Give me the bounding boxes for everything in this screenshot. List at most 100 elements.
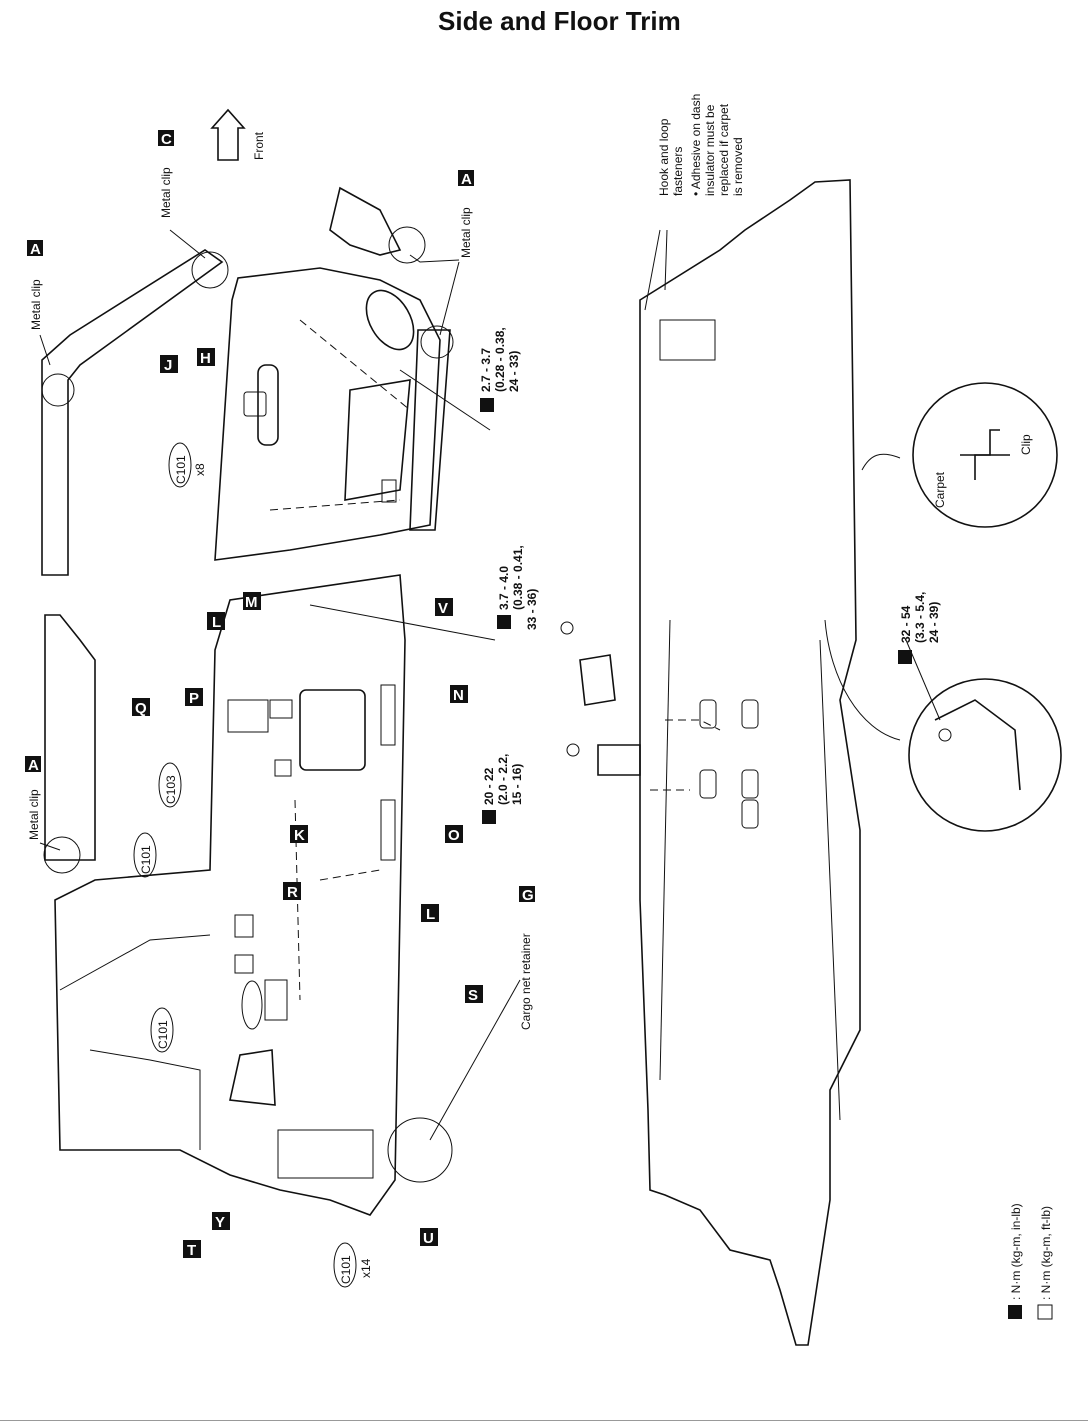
- metal-clip-label-3: Metal clip: [459, 207, 473, 258]
- rear-pillar-trim: [41, 249, 229, 576]
- metal-clip-label-4: Metal clip: [27, 789, 41, 840]
- part-letter-H: H: [197, 348, 215, 367]
- svg-text:Y: Y: [215, 1214, 225, 1231]
- legend-torque-ft-lb: : N·m (kg-m, ft-lb): [1037, 1206, 1053, 1320]
- clip-C101-a: C101: [133, 832, 157, 878]
- svg-text:20 - 22: 20 - 22: [482, 767, 496, 805]
- front-pillar-trim: [329, 186, 454, 531]
- svg-text:32 - 54: 32 - 54: [899, 605, 913, 643]
- part-letter-S: S: [465, 985, 483, 1004]
- svg-text:• Adhesive on dash: • Adhesive on dash: [689, 94, 703, 196]
- metal-clip-label-2: Metal clip: [159, 167, 173, 218]
- metal-clip-letter-3: A: [458, 170, 474, 188]
- rear-quarter-panel: [214, 267, 441, 561]
- part-letter-N: N: [450, 685, 468, 704]
- page-bottom-rule: [0, 1420, 1088, 1421]
- part-letter-V: V: [435, 598, 453, 617]
- part-letter-K: K: [290, 825, 308, 844]
- part-letter-U: U: [420, 1228, 438, 1247]
- svg-text:insulator must be: insulator must be: [703, 104, 717, 196]
- part-letter-Q: Q: [132, 698, 150, 717]
- clip-C103: C103: [158, 762, 182, 808]
- svg-text:R: R: [287, 884, 298, 901]
- svg-text:: N·m (kg-m, in-lb): : N·m (kg-m, in-lb): [1009, 1203, 1023, 1300]
- bolt-detail: [908, 678, 1062, 832]
- svg-text:33 - 36): 33 - 36): [525, 589, 539, 630]
- svg-text:(0.28 - 0.38,: (0.28 - 0.38,: [493, 327, 507, 392]
- floor-carpet: [639, 179, 861, 1346]
- clip-label: Clip: [1019, 434, 1033, 455]
- part-letter-O: O: [445, 825, 463, 844]
- svg-text:C101: C101: [339, 1255, 353, 1284]
- svg-text:(2.0 - 2.2,: (2.0 - 2.2,: [496, 754, 510, 805]
- svg-text:fasteners: fasteners: [671, 147, 685, 196]
- carpet-label: Carpet: [933, 471, 947, 508]
- torque-callout-4: 32 - 54 (3.3 - 5.4, 24 - 39): [898, 592, 941, 664]
- part-letter-P: P: [185, 688, 203, 707]
- svg-text:2.7 - 3.7: 2.7 - 3.7: [479, 348, 493, 392]
- part-letter-T: T: [183, 1240, 201, 1259]
- leader-lines: [39, 229, 941, 1141]
- svg-text:H: H: [200, 350, 211, 367]
- svg-text:C101: C101: [139, 845, 153, 874]
- svg-text:C103: C103: [164, 775, 178, 804]
- clip-C101-x14: C101 x14: [333, 1242, 373, 1288]
- svg-text:15 - 16): 15 - 16): [510, 764, 524, 805]
- svg-text:x14: x14: [359, 1258, 373, 1278]
- svg-text:M: M: [245, 594, 258, 611]
- metal-clip-letter-4: A: [25, 756, 41, 774]
- svg-text:24 - 33): 24 - 33): [507, 351, 521, 392]
- svg-text:replaced if carpet: replaced if carpet: [717, 103, 731, 196]
- metal-clip-label-1: Metal clip: [29, 279, 43, 330]
- svg-text:N: N: [453, 687, 464, 704]
- svg-text:L: L: [212, 614, 221, 631]
- part-letter-L: L: [207, 612, 225, 631]
- svg-text:L: L: [426, 906, 435, 923]
- page-title: Side and Floor Trim: [438, 6, 681, 36]
- svg-text:C101: C101: [156, 1020, 170, 1049]
- clip-C101-x8: C101 x8: [168, 442, 207, 488]
- torque-callout-2: 3.7 - 4.0 (0.38 - 0.41, 33 - 36): [497, 545, 539, 630]
- svg-text:T: T: [187, 1242, 196, 1259]
- svg-text:K: K: [294, 827, 305, 844]
- svg-text:G: G: [522, 887, 534, 904]
- svg-text:C: C: [161, 131, 172, 148]
- svg-text:Cargo net retainer: Cargo net retainer: [519, 933, 533, 1030]
- svg-text:P: P: [189, 690, 199, 707]
- part-letter-J: J: [160, 355, 178, 374]
- svg-text:U: U: [423, 1230, 434, 1247]
- bracket-parts: [560, 621, 641, 776]
- clip-C101-b: C101: [150, 1007, 174, 1053]
- luggage-side-trim-panel: [54, 574, 453, 1216]
- front-arrow-icon: [210, 108, 246, 161]
- svg-text:J: J: [164, 357, 172, 374]
- cargo-net-retainer-label: Cargo net retainer G: [519, 886, 535, 1030]
- lower-pillar-trim: [43, 614, 96, 874]
- svg-text:Hook and loop: Hook and loop: [657, 118, 671, 196]
- svg-text:A: A: [28, 757, 39, 774]
- svg-text:S: S: [468, 987, 478, 1004]
- svg-text:O: O: [448, 827, 460, 844]
- svg-text:: N·m (kg-m, ft-lb): : N·m (kg-m, ft-lb): [1039, 1206, 1053, 1300]
- svg-text:3.7 - 4.0: 3.7 - 4.0: [497, 566, 511, 610]
- svg-text:(0.38 - 0.41,: (0.38 - 0.41,: [511, 545, 525, 610]
- svg-text:A: A: [461, 171, 472, 188]
- legend-torque-in-lb: : N·m (kg-m, in-lb): [1008, 1203, 1023, 1319]
- svg-text:A: A: [30, 241, 41, 258]
- metal-clip-letter-2: C: [158, 130, 174, 148]
- svg-text:24 - 39): 24 - 39): [927, 602, 941, 643]
- carpet-clip-detail: [912, 382, 1058, 528]
- svg-text:Q: Q: [135, 700, 147, 717]
- svg-text:V: V: [438, 600, 448, 617]
- svg-text:x8: x8: [193, 463, 207, 476]
- svg-text:is removed: is removed: [731, 137, 745, 196]
- part-letter-L2: L: [421, 904, 439, 923]
- torque-callout-1: 2.7 - 3.7 (0.28 - 0.38, 24 - 33): [479, 327, 521, 412]
- front-label: Front: [252, 131, 266, 160]
- part-letter-M: M: [243, 592, 261, 611]
- svg-text:(3.3 - 5.4,: (3.3 - 5.4,: [913, 592, 927, 643]
- fastener-note: Hook and loop fasteners • Adhesive on da…: [657, 94, 745, 196]
- part-letter-R: R: [283, 882, 301, 901]
- metal-clip-letter-1: A: [27, 240, 43, 258]
